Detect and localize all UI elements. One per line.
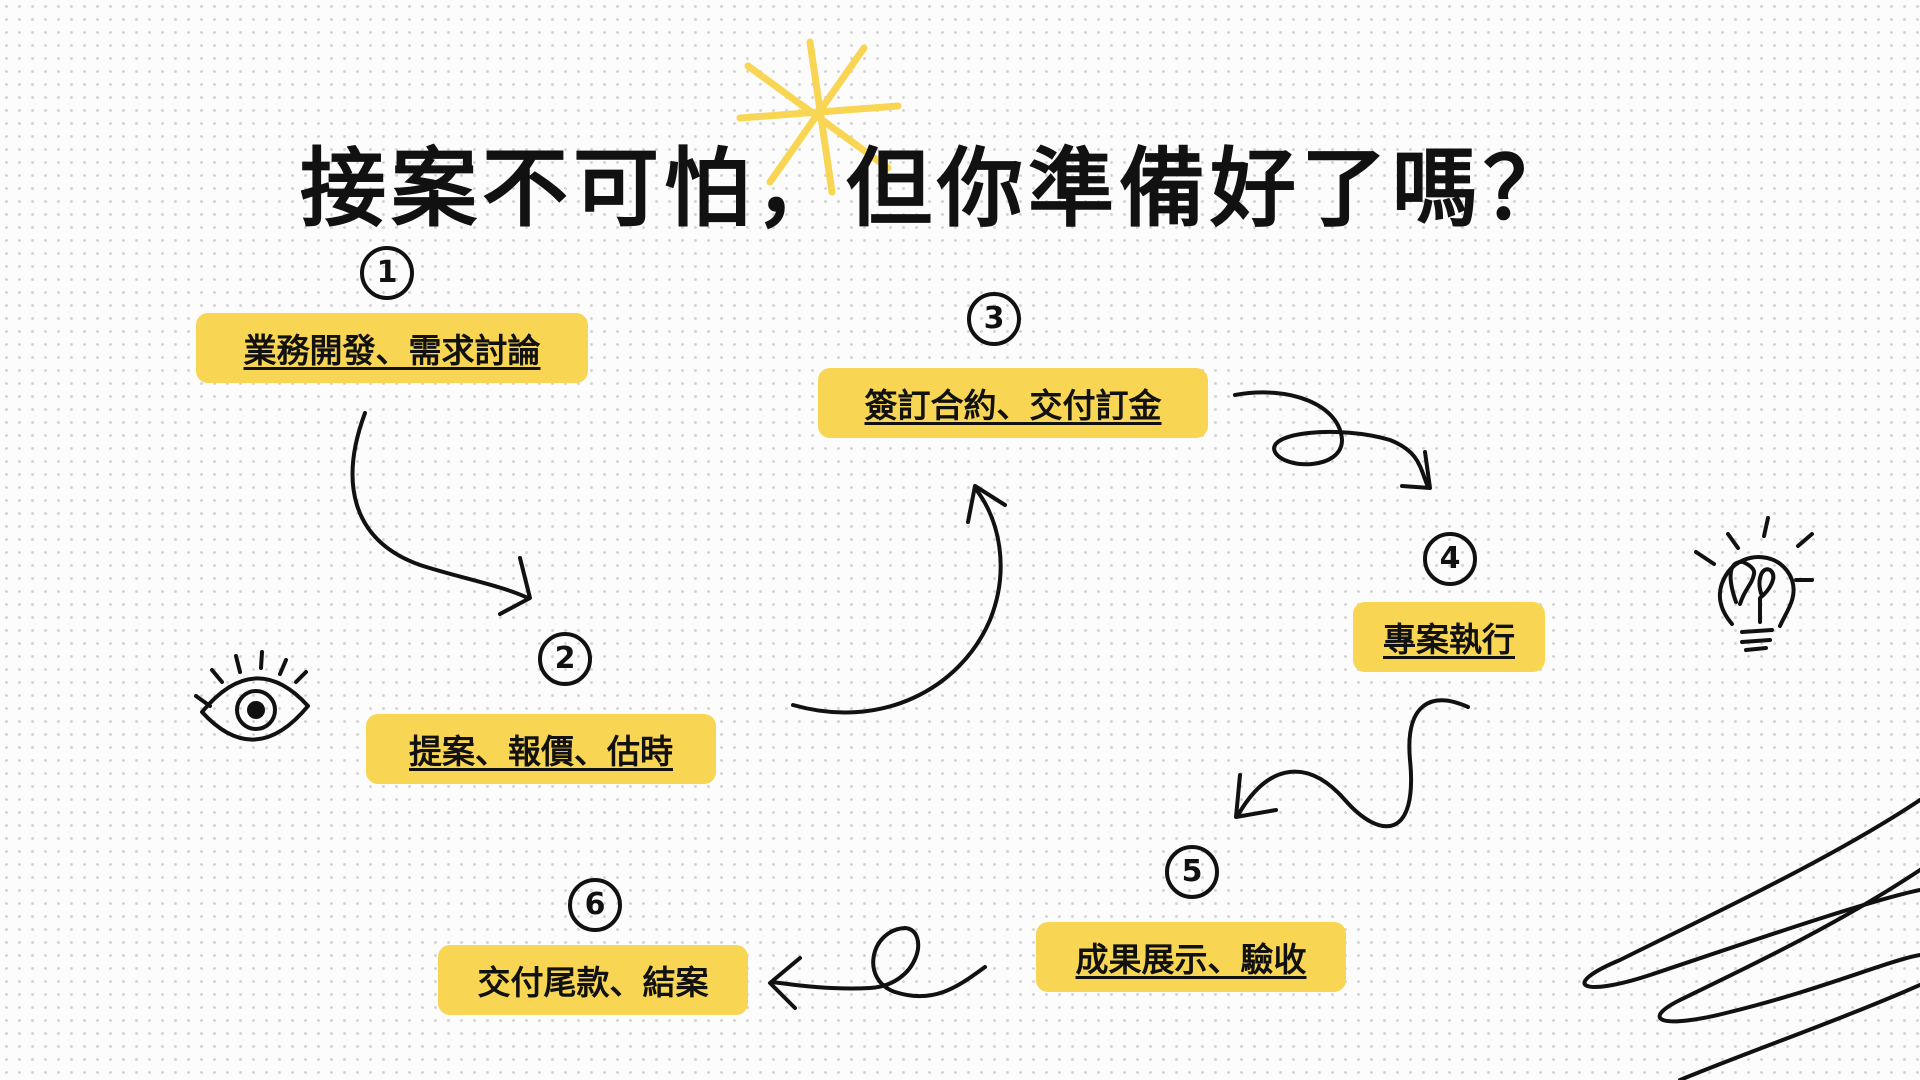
step-number-3: 3 — [967, 292, 1021, 346]
step-number-4: 4 — [1423, 532, 1477, 586]
step-number-2: 2 — [538, 632, 592, 686]
scribble-doodle — [1582, 798, 1920, 1080]
step-number-5: 5 — [1165, 845, 1219, 899]
step-label-4: 專案執行 — [1353, 602, 1545, 672]
lightbulb-icon — [1694, 516, 1814, 652]
arrow-2-to-3 — [791, 484, 1007, 715]
sparkle-icon — [736, 38, 902, 196]
step-number-1: 1 — [360, 246, 414, 300]
step-label-1: 業務開發、需求討論 — [196, 313, 588, 383]
step-label-2: 提案、報價、估時 — [366, 714, 716, 784]
step-number-6: 6 — [568, 878, 622, 932]
step-label-3: 簽訂合約、交付訂金 — [818, 368, 1208, 438]
arrow-3-to-4 — [1233, 390, 1432, 490]
page-title: 接案不可怕，但你準備好了嗎？ — [300, 139, 1574, 239]
eye-icon — [194, 650, 310, 742]
arrow-4-to-5 — [1234, 698, 1470, 829]
step-label-6: 交付尾款、結案 — [438, 945, 748, 1015]
arrow-5-to-6 — [768, 926, 987, 1010]
arrow-1-to-2 — [350, 411, 532, 616]
step-label-5: 成果展示、驗收 — [1036, 922, 1346, 992]
